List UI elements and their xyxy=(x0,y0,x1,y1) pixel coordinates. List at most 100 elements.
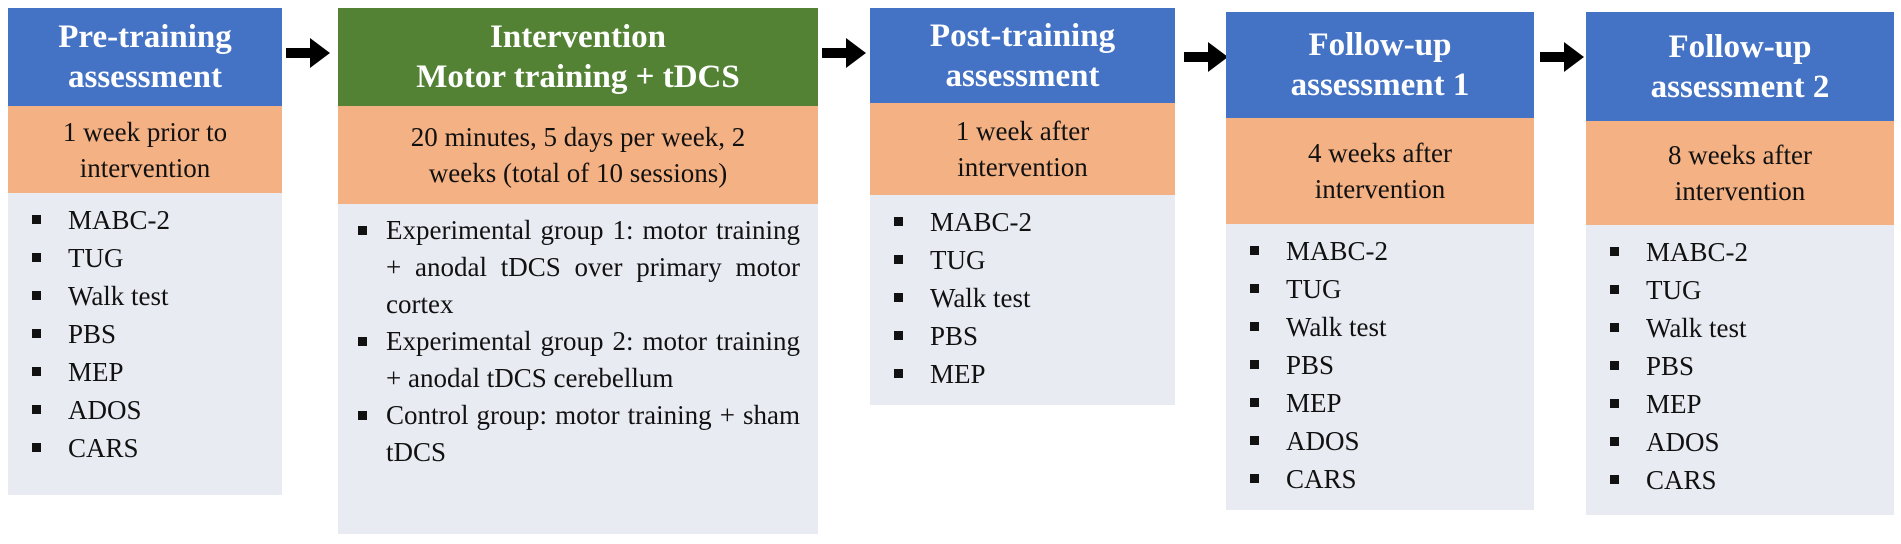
square-bullet-icon xyxy=(894,217,903,226)
square-bullet-icon xyxy=(1250,360,1259,369)
square-bullet-icon xyxy=(32,253,41,262)
square-bullet-icon xyxy=(1250,474,1259,483)
list-item: Walk test xyxy=(26,277,272,315)
list-item: Walk test xyxy=(1244,308,1524,346)
list-item: MABC-2 xyxy=(1604,233,1884,271)
list-item: MEP xyxy=(1604,385,1884,423)
header-line: assessment xyxy=(945,57,1100,94)
header-line: Follow-up xyxy=(1308,27,1452,63)
list-item: PBS xyxy=(1604,347,1884,385)
list-intervention: Experimental group 1: motor training + a… xyxy=(338,204,818,534)
arrow-right-icon xyxy=(286,38,330,68)
square-bullet-icon xyxy=(32,291,41,300)
square-bullet-icon xyxy=(32,443,41,452)
header-line: assessment 2 xyxy=(1650,68,1830,105)
timing-line: intervention xyxy=(957,152,1088,182)
square-bullet-icon xyxy=(894,293,903,302)
list-item: ADOS xyxy=(1604,423,1884,461)
list-item: Control group: motor training + sham tDC… xyxy=(356,397,808,471)
square-bullet-icon xyxy=(1610,285,1619,294)
timing-line: intervention xyxy=(79,152,211,183)
square-bullet-icon xyxy=(1250,322,1259,331)
arrow-right-icon xyxy=(822,38,866,68)
timing-line: weeks (total of 10 sessions) xyxy=(428,158,728,188)
header-line: Intervention xyxy=(490,19,666,55)
list-item: ADOS xyxy=(26,391,272,429)
header-line: Pre-training xyxy=(58,19,232,55)
list-item: CARS xyxy=(26,429,272,467)
header-line: Follow-up xyxy=(1668,28,1812,65)
column-follow-up-1: Follow-up assessment 1 4 weeks after int… xyxy=(1226,12,1534,510)
header-follow-up-1: Follow-up assessment 1 xyxy=(1226,12,1534,118)
timing-line: 1 week after xyxy=(955,116,1090,146)
header-follow-up-2: Follow-up assessment 2 xyxy=(1586,12,1894,121)
square-bullet-icon xyxy=(358,226,367,235)
header-pre-training: Pre-training assessment xyxy=(8,8,282,106)
timing-line: 4 weeks after xyxy=(1308,138,1452,168)
arrow-right-icon xyxy=(1184,42,1228,72)
list-item: MABC-2 xyxy=(888,203,1165,241)
list-item: Walk test xyxy=(1604,309,1884,347)
list-follow-up-2: MABC-2 TUG Walk test PBS MEP ADOS CARS xyxy=(1586,225,1894,515)
square-bullet-icon xyxy=(358,411,367,420)
list-item: TUG xyxy=(888,241,1165,279)
header-post-training: Post-training assessment xyxy=(870,8,1175,103)
column-post-training: Post-training assessment 1 week after in… xyxy=(870,8,1175,405)
list-item: TUG xyxy=(26,239,272,277)
timing-line: intervention xyxy=(1674,176,1806,206)
square-bullet-icon xyxy=(1250,284,1259,293)
list-item: Experimental group 1: motor training + a… xyxy=(356,212,808,323)
list-item: MABC-2 xyxy=(1244,232,1524,270)
list-post-training: MABC-2 TUG Walk test PBS MEP xyxy=(870,195,1175,405)
timing-intervention: 20 minutes, 5 days per week, 2 weeks (to… xyxy=(338,106,818,204)
list-item: TUG xyxy=(1604,271,1884,309)
square-bullet-icon xyxy=(1610,247,1619,256)
square-bullet-icon xyxy=(1610,323,1619,332)
timing-line: 1 week prior to xyxy=(62,116,228,147)
list-item: CARS xyxy=(1244,460,1524,498)
timing-line: intervention xyxy=(1314,174,1446,204)
timing-post-training: 1 week after intervention xyxy=(870,103,1175,195)
column-intervention: Intervention Motor training + tDCS 20 mi… xyxy=(338,8,818,534)
square-bullet-icon xyxy=(1250,246,1259,255)
list-item: MEP xyxy=(1244,384,1524,422)
square-bullet-icon xyxy=(1610,399,1619,408)
square-bullet-icon xyxy=(32,215,41,224)
list-item: PBS xyxy=(1244,346,1524,384)
list-item: Experimental group 2: motor training + a… xyxy=(356,323,808,397)
list-pre-training: MABC-2 TUG Walk test PBS MEP ADOS CARS xyxy=(8,193,282,495)
header-line: Post-training xyxy=(929,17,1116,54)
square-bullet-icon xyxy=(1250,436,1259,445)
square-bullet-icon xyxy=(32,329,41,338)
header-line: assessment 1 xyxy=(1290,67,1470,103)
header-line: assessment xyxy=(68,59,222,95)
timing-follow-up-1: 4 weeks after intervention xyxy=(1226,118,1534,224)
timing-line: 20 minutes, 5 days per week, 2 xyxy=(410,122,746,152)
timing-pre-training: 1 week prior to intervention xyxy=(8,106,282,193)
list-item: TUG xyxy=(1244,270,1524,308)
square-bullet-icon xyxy=(1610,475,1619,484)
list-item: CARS xyxy=(1604,461,1884,499)
list-follow-up-1: MABC-2 TUG Walk test PBS MEP ADOS CARS xyxy=(1226,224,1534,510)
column-follow-up-2: Follow-up assessment 2 8 weeks after int… xyxy=(1586,12,1894,515)
square-bullet-icon xyxy=(894,255,903,264)
list-item: MEP xyxy=(888,355,1165,393)
square-bullet-icon xyxy=(358,337,367,346)
list-item: PBS xyxy=(26,315,272,353)
list-item: ADOS xyxy=(1244,422,1524,460)
square-bullet-icon xyxy=(894,369,903,378)
header-intervention: Intervention Motor training + tDCS xyxy=(338,8,818,106)
square-bullet-icon xyxy=(32,405,41,414)
list-item: PBS xyxy=(888,317,1165,355)
square-bullet-icon xyxy=(1610,361,1619,370)
list-item: MEP xyxy=(26,353,272,391)
list-item: Walk test xyxy=(888,279,1165,317)
square-bullet-icon xyxy=(894,331,903,340)
square-bullet-icon xyxy=(32,367,41,376)
list-item: MABC-2 xyxy=(26,201,272,239)
timing-follow-up-2: 8 weeks after intervention xyxy=(1586,121,1894,225)
timing-line: 8 weeks after xyxy=(1668,140,1812,170)
arrow-right-icon xyxy=(1540,42,1584,72)
square-bullet-icon xyxy=(1610,437,1619,446)
header-line: Motor training + tDCS xyxy=(416,59,740,95)
